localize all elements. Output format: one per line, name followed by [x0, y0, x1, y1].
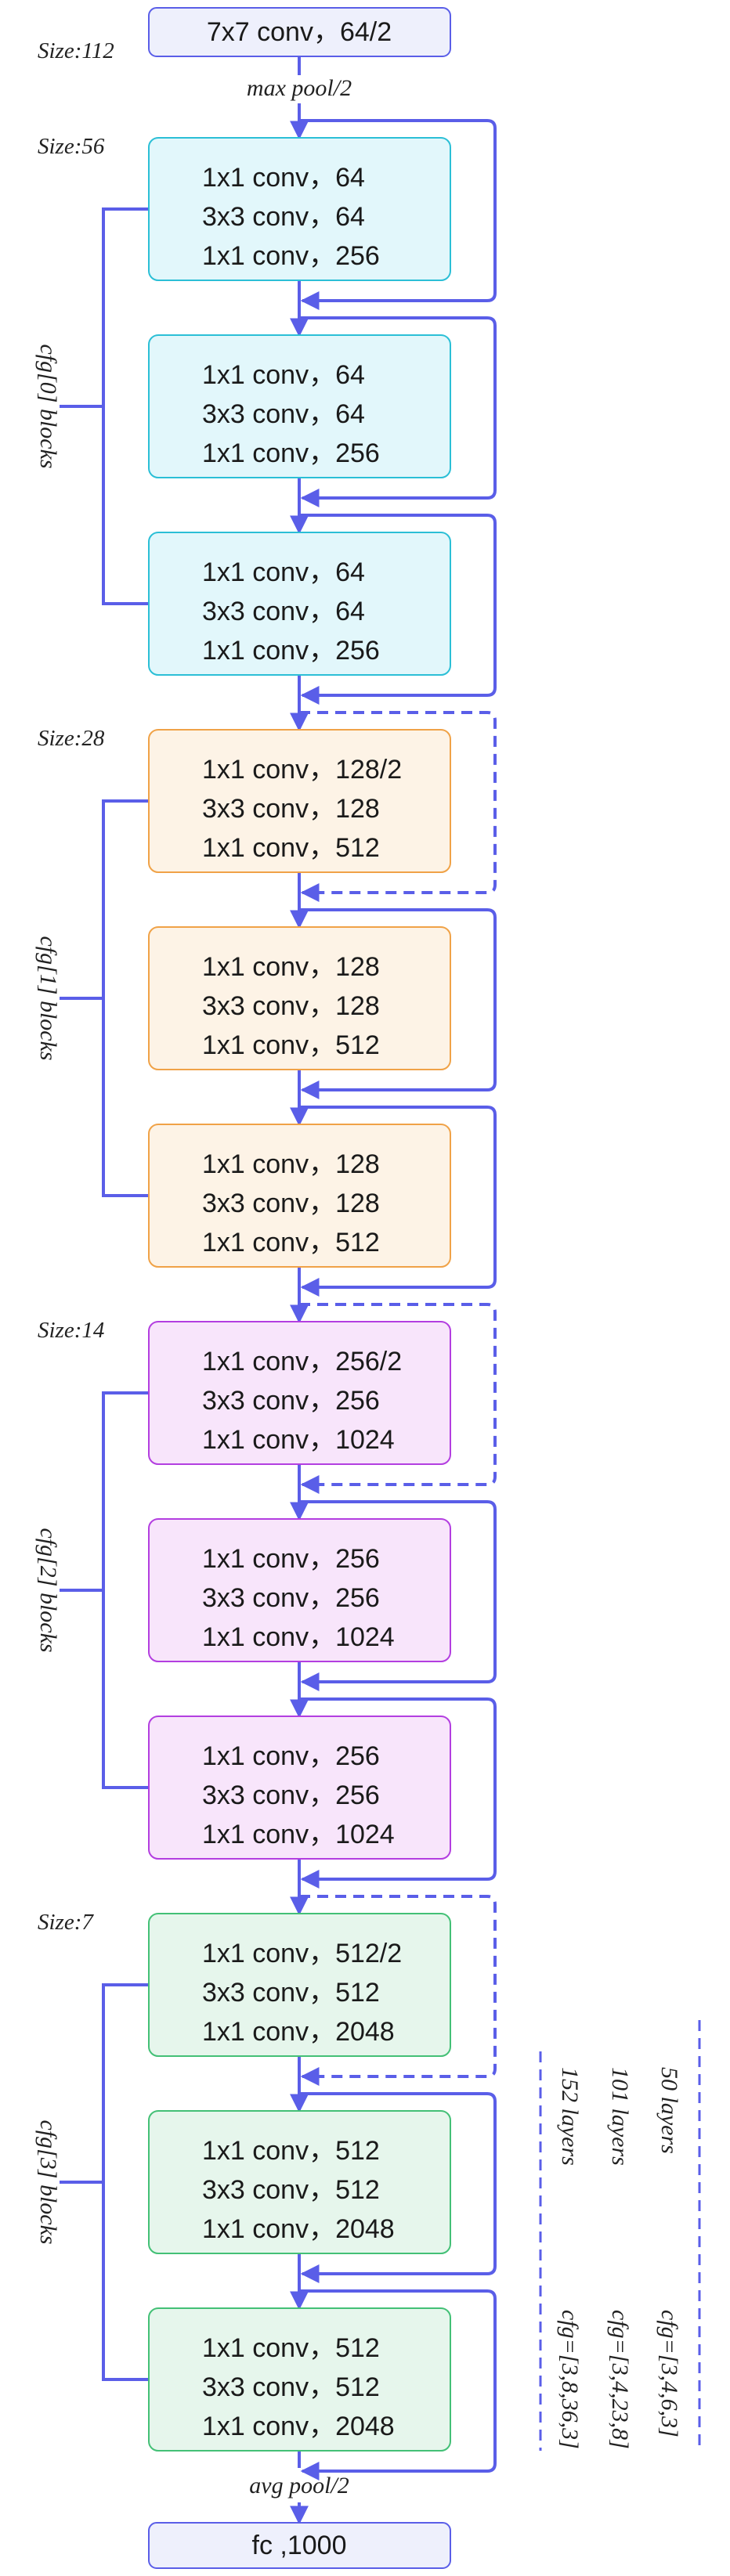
block-line-label: 3x3 conv，128: [202, 1189, 380, 1218]
block-line-label: 3x3 conv，256: [202, 1386, 380, 1416]
block-line-label: 1x1 conv，512: [202, 1228, 380, 1257]
shortcut-connection: [299, 119, 497, 310]
block-line-label: 3x3 conv，64: [202, 399, 365, 429]
block-line-label: 1x1 conv，2048: [202, 2214, 395, 2244]
block-line-label: 1x1 conv，512: [202, 2136, 380, 2166]
block-line-label: 3x3 conv，64: [202, 202, 365, 232]
block-line-label: 3x3 conv，128: [202, 794, 380, 824]
stage-blocks-label: cfg[0] blocks: [35, 344, 61, 468]
legend-cfg-label: cfg=[3,4,6,3]: [656, 2310, 682, 2437]
shortcut-connection: [299, 1500, 497, 1691]
block-line-label: 1x1 conv，2048: [202, 2017, 395, 2047]
block-line-label: 1x1 conv，256: [202, 636, 380, 666]
stage-blocks-label: cfg[1] blocks: [35, 936, 61, 1060]
stage-bracket: [102, 207, 149, 605]
block-line-label: 3x3 conv，256: [202, 1780, 380, 1810]
shortcut-connection: [299, 1106, 497, 1297]
shortcut-connection: [299, 2289, 497, 2480]
block-line-label: 3x3 conv，512: [202, 2372, 380, 2402]
stem-conv-box: [148, 7, 451, 57]
stage-bracket: [102, 799, 149, 1197]
shortcut-connection: [299, 2092, 497, 2283]
shortcut-connection: [299, 908, 497, 1099]
legend-layers-label: 101 layers: [607, 2067, 633, 2166]
block-line-label: 3x3 conv，256: [202, 1583, 380, 1613]
stage-blocks-label: cfg[2] blocks: [35, 1528, 61, 1652]
fc-label: fc ,1000: [252, 2531, 347, 2560]
block-line-label: 1x1 conv，512: [202, 1030, 380, 1060]
stage-size-label: Size:7: [38, 1910, 94, 1935]
block-line-label: 1x1 conv，512: [202, 833, 380, 863]
stem-size-label: Size:112: [38, 38, 114, 63]
legend-layers-label: 50 layers: [656, 2067, 682, 2154]
block-line-label: 1x1 conv，2048: [202, 2412, 395, 2441]
block-line-label: 3x3 conv，128: [202, 991, 380, 1021]
bottleneck-block: [148, 137, 451, 281]
block-line-label: 1x1 conv，128/2: [202, 755, 402, 785]
bottleneck-block: [148, 1321, 451, 1465]
stage-bracket: [102, 1391, 149, 1789]
stage-size-label: Size:56: [38, 134, 105, 159]
bottleneck-block: [148, 1518, 451, 1662]
blocks-layer: 7x7 conv，64/2 1x1 conv，64 3x3 conv，64 1x1 c…: [148, 7, 451, 2569]
bottleneck-block: [148, 532, 451, 676]
block-line-label: 1x1 conv，256: [202, 438, 380, 468]
bottleneck-block: [148, 1124, 451, 1268]
shortcut-connection: [299, 1697, 497, 1889]
avg-pool-label: avg pool/2: [249, 2473, 349, 2498]
stage-size-label: Size:14: [38, 1318, 104, 1343]
bottleneck-block: [148, 1913, 451, 2057]
block-line-label: 1x1 conv，256/2: [202, 1347, 402, 1376]
block-line-label: 1x1 conv，512: [202, 2333, 380, 2363]
block-line-label: 1x1 conv，64: [202, 557, 365, 587]
fc-box: [148, 2522, 451, 2569]
block-line-label: 1x1 conv，1024: [202, 1820, 395, 1849]
stage-bracket: [102, 1983, 149, 2381]
block-line-label: 3x3 conv，64: [202, 597, 365, 626]
shortcut-connection: [299, 514, 497, 705]
block-line-label: 1x1 conv，1024: [202, 1425, 395, 1455]
legend: 50 layers cfg=[3,4,6,3] 101 layers cfg=[3,4…: [539, 2020, 701, 2451]
legend-cfg-label: cfg=[3,8,36,3]: [557, 2310, 583, 2449]
block-line-label: 1x1 conv，1024: [202, 1622, 395, 1652]
block-line-label: 1x1 conv，512/2: [202, 1939, 402, 1968]
stage-blocks-label: cfg[3] blocks: [35, 2120, 61, 2244]
block-line-label: 1x1 conv，256: [202, 1544, 380, 1574]
bottleneck-block: [148, 334, 451, 478]
stem-conv-label: 7x7 conv，64/2: [207, 17, 392, 47]
shortcut-connection: [299, 316, 497, 507]
bottleneck-block: [148, 1716, 451, 1860]
bottleneck-block: [148, 2110, 451, 2254]
block-line-label: 1x1 conv，64: [202, 163, 365, 193]
block-line-label: 1x1 conv，128: [202, 952, 380, 982]
legend-layers-label: 152 layers: [557, 2067, 583, 2166]
connector-lines: [60, 56, 497, 2525]
bottleneck-block: [148, 926, 451, 1070]
bottleneck-block: [148, 729, 451, 873]
block-line-label: 1x1 conv，128: [202, 1149, 380, 1179]
block-line-label: 1x1 conv，256: [202, 241, 380, 271]
block-line-label: 1x1 conv，256: [202, 1741, 380, 1771]
block-line-label: 3x3 conv，512: [202, 2175, 380, 2205]
stage-size-label: Size:28: [38, 726, 105, 751]
bottleneck-block: [148, 2307, 451, 2452]
max-pool-label: max pool/2: [247, 75, 352, 101]
block-line-label: 3x3 conv，512: [202, 1978, 380, 2008]
block-line-label: 1x1 conv，64: [202, 360, 365, 390]
legend-cfg-label: cfg=[3,4,23,8]: [607, 2310, 633, 2449]
